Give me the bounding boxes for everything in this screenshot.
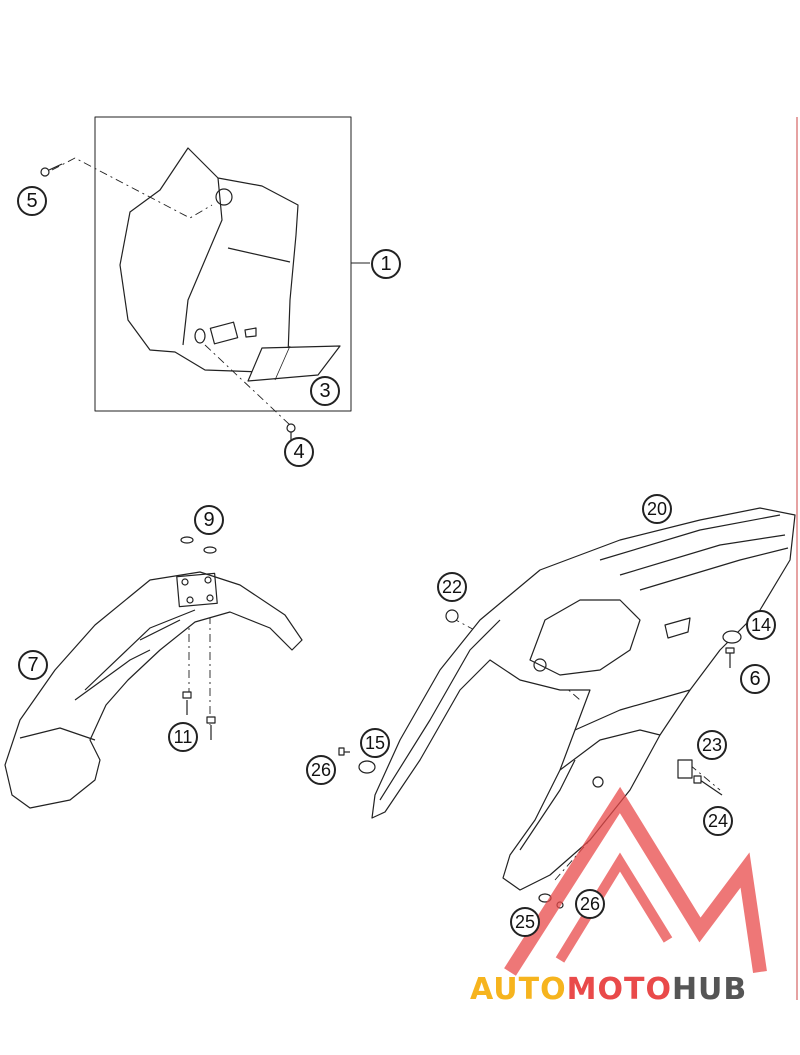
screw-26a: [338, 747, 350, 756]
callout-11: 11: [168, 722, 198, 752]
number-plate: [119, 147, 299, 373]
watermark-logo-text: AUTOMOTOHUB: [470, 972, 747, 1007]
callout-26-right: 26: [575, 889, 605, 919]
callout-3: 3: [310, 376, 340, 406]
callout-5: 5: [17, 186, 47, 216]
bolt-24: [693, 775, 723, 796]
callout-20: 20: [642, 494, 672, 524]
grommet-14: [722, 630, 742, 644]
front-fender: [4, 571, 303, 809]
callout-6: 6: [740, 664, 770, 694]
callout-4: 4: [284, 437, 314, 467]
callout-9: 9: [194, 505, 224, 535]
callout-25: 25: [510, 907, 540, 937]
callout-7: 7: [18, 650, 48, 680]
logo-part-auto: AUTO: [470, 972, 567, 1007]
rear-fender: [371, 507, 796, 891]
assembly-box: [94, 116, 352, 412]
screw-6: [725, 647, 735, 668]
callout-23: 23: [697, 730, 727, 760]
logo-part-moto: MOTO: [566, 972, 672, 1007]
watermark-logo-triangle: [504, 786, 767, 976]
callout-15: 15: [360, 728, 390, 758]
clip-23: [677, 759, 693, 779]
nut-22: [445, 609, 459, 623]
callout-24: 24: [703, 806, 733, 836]
nut-15: [358, 760, 376, 774]
logo-part-hub: HUB: [671, 972, 748, 1007]
decal-sticker: [247, 345, 341, 382]
callout-26-left: 26: [306, 755, 336, 785]
callout-14: 14: [746, 610, 776, 640]
screw-5: [40, 163, 63, 177]
callout-1: 1: [371, 249, 401, 279]
callout-22: 22: [437, 572, 467, 602]
